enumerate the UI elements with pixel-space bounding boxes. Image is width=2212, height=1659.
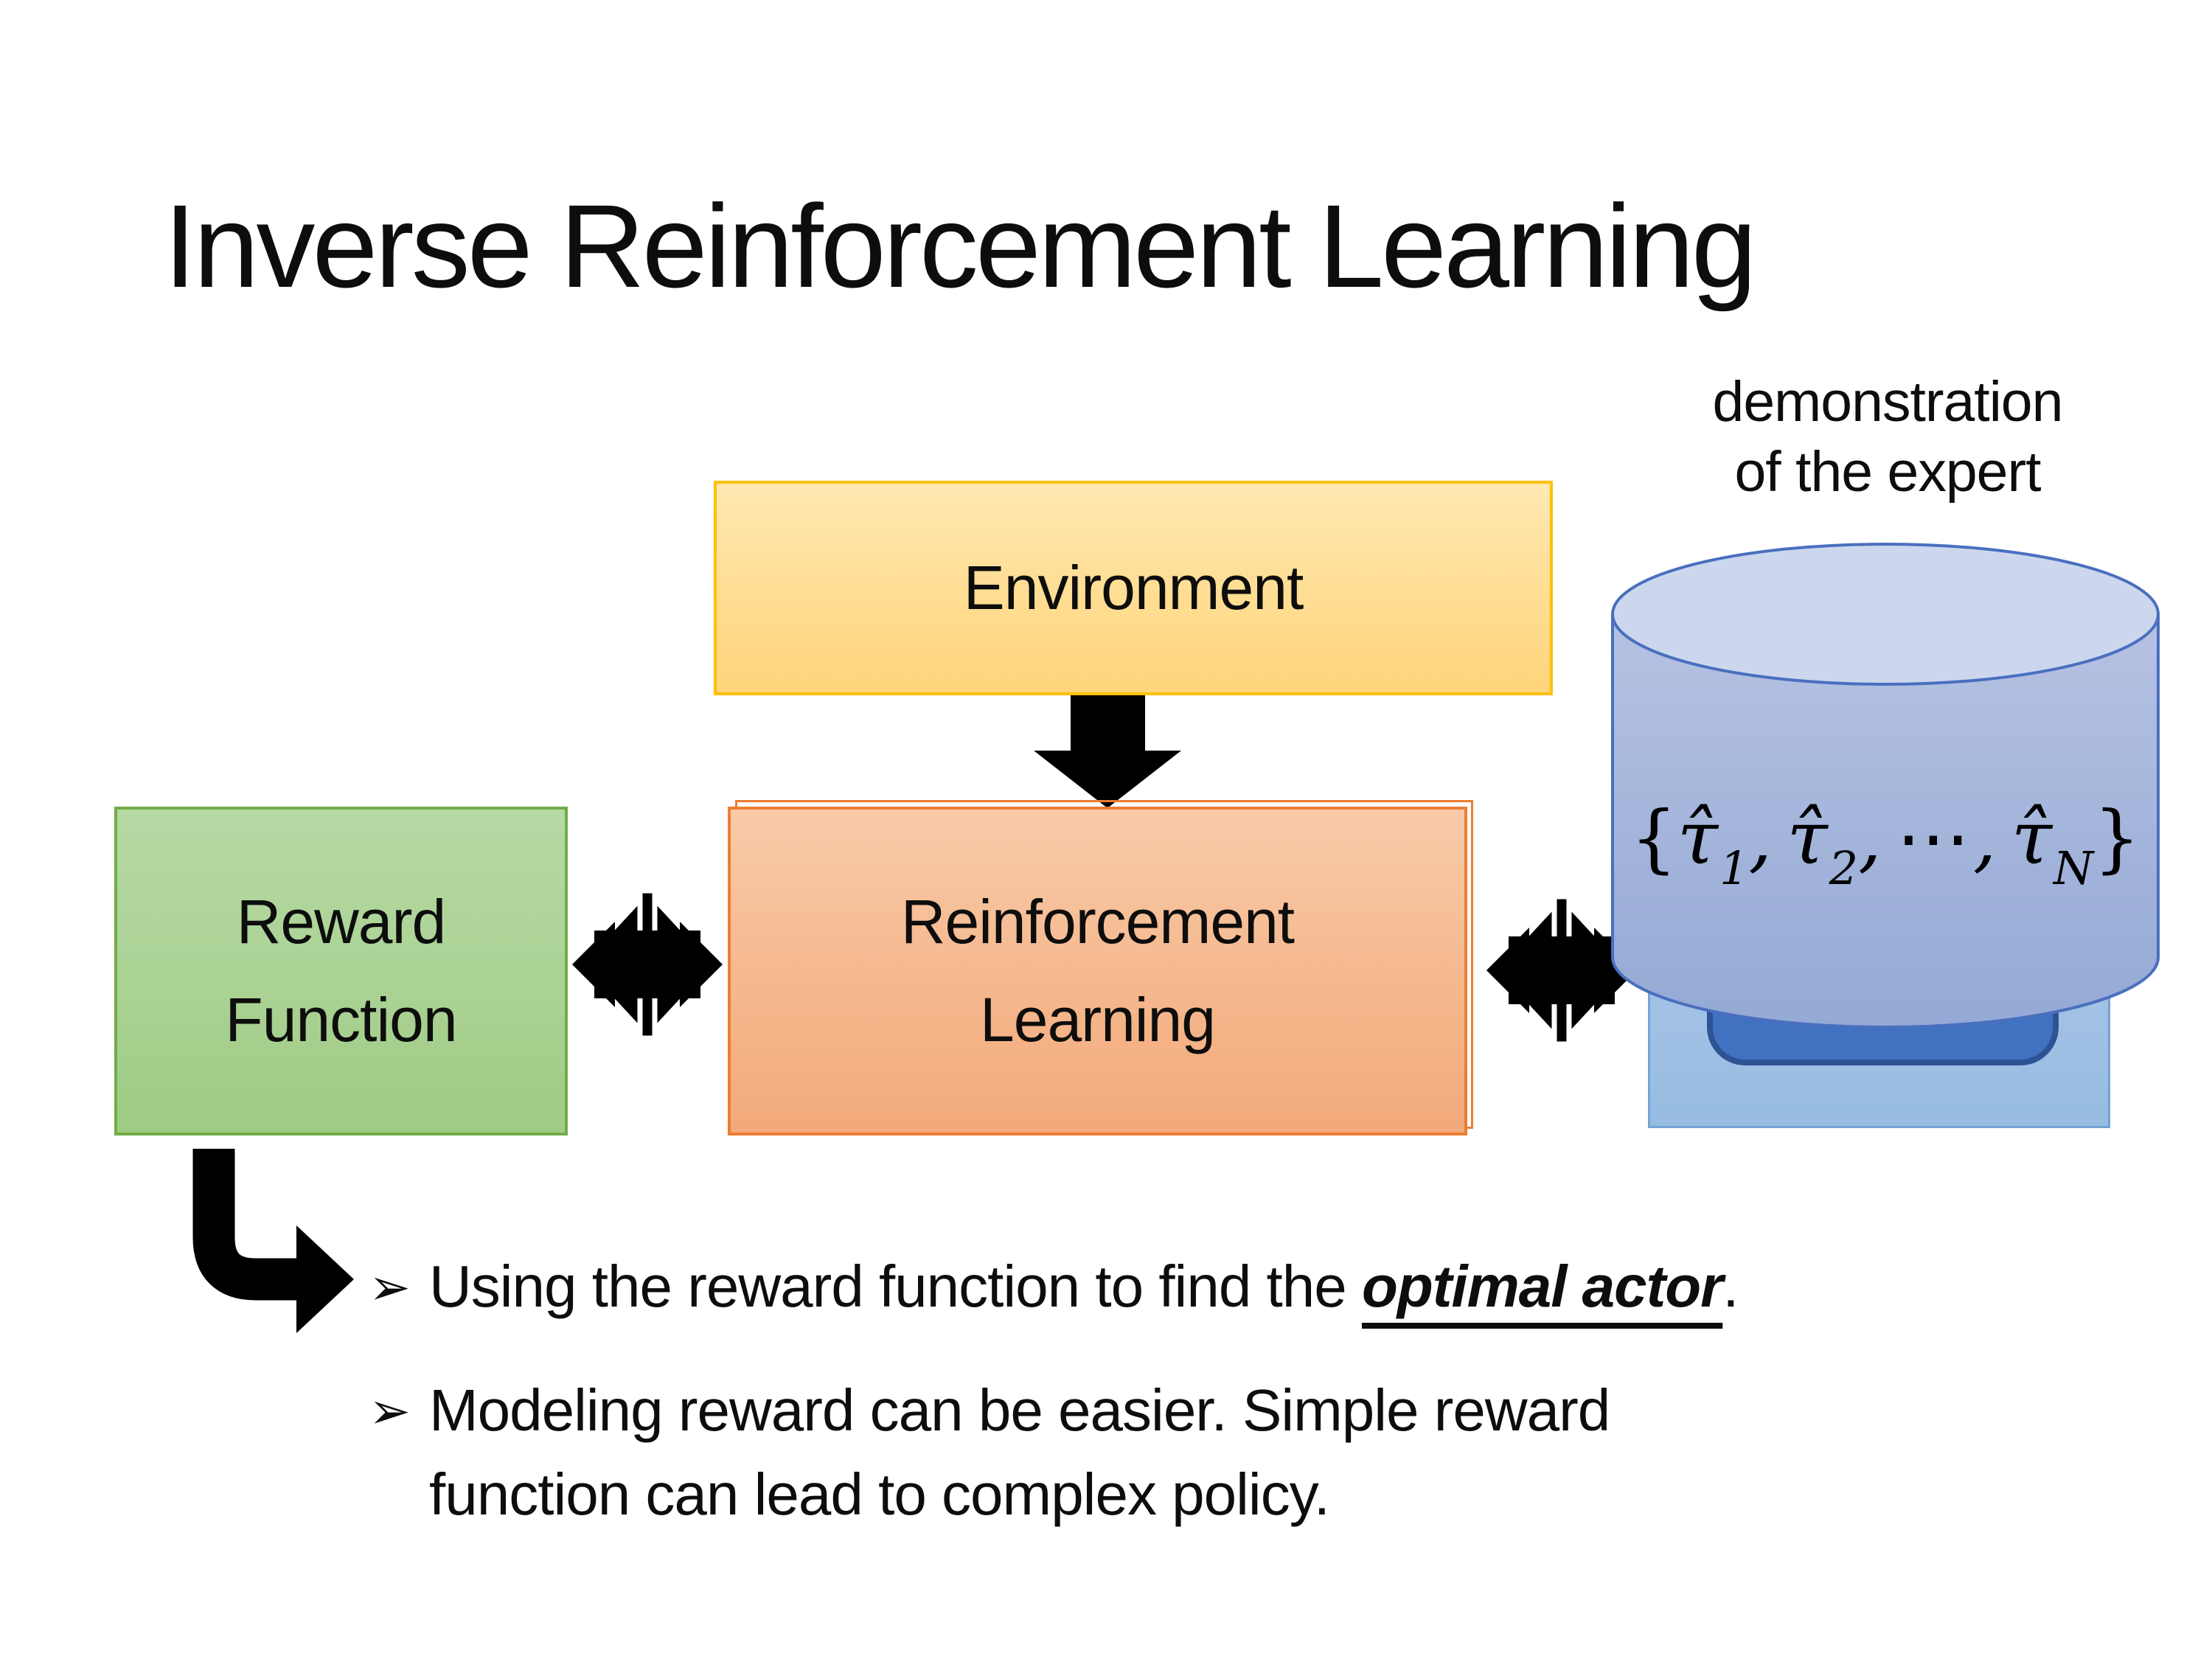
bullet-marker-icon: ➢ <box>369 1259 411 1315</box>
down-arrow-icon <box>1034 695 1181 808</box>
formula-dots: ⋯ <box>1896 795 1970 881</box>
reinforcement-label-line1: Reinforcement <box>900 887 1295 957</box>
bullet1-text: Using the reward function to find the op… <box>429 1245 1739 1329</box>
bullet1-emphasis: optimal actor <box>1361 1253 1723 1319</box>
formula-tauN: τ̂ <box>2011 795 2053 881</box>
environment-box: Environment <box>714 481 1553 695</box>
formula-open-brace: { <box>1630 795 1677 881</box>
formula-comma3: , <box>1972 795 1997 881</box>
reinforcement-learning-box: Reinforcement Learning <box>728 807 1467 1135</box>
formula-comma1: , <box>1748 795 1773 881</box>
formula-subN: N <box>2053 841 2094 895</box>
reinforcement-label-line2: Learning <box>980 985 1216 1054</box>
double-arrow-reward-rl-icon <box>572 891 723 1038</box>
elbow-arrow-icon <box>192 1149 354 1333</box>
reward-label-line2: Function <box>225 985 457 1054</box>
demonstration-label: demonstration of the expert <box>1593 367 2183 507</box>
bullet1-post: . <box>1722 1253 1739 1319</box>
bullet2-line1: Modeling reward can be easier. Simple re… <box>429 1377 1610 1443</box>
demonstration-label-line2: of the expert <box>1734 439 2041 504</box>
formula-sub1: 1 <box>1719 841 1749 895</box>
page-title: Inverse Reinforcement Learning <box>164 180 1757 312</box>
bullet-item-2: ➢ Modeling reward can be easier. Simple … <box>369 1368 2138 1536</box>
demonstration-label-line1: demonstration <box>1712 370 2064 434</box>
trajectory-set-formula: {τ̂1,τ̂2,⋯,τ̂N} <box>1607 795 2163 895</box>
formula-sub2: 2 <box>1829 841 1859 895</box>
bullet2-text: Modeling reward can be easier. Simple re… <box>429 1368 1610 1536</box>
database-cylinder <box>1611 543 2160 1029</box>
bullet1-pre: Using the reward function to find the <box>429 1253 1362 1319</box>
reward-function-box: Reward Function <box>114 807 568 1135</box>
formula-close-brace: } <box>2093 795 2140 881</box>
formula-tau2: τ̂ <box>1787 795 1828 881</box>
reward-label-line1: Reward <box>236 887 446 957</box>
formula-comma2: , <box>1858 795 1882 881</box>
double-arrow-rl-expert-icon <box>1486 897 1637 1044</box>
bullet2-line2: function can lead to complex policy. <box>429 1461 1330 1527</box>
bullet-marker-icon: ➢ <box>369 1383 411 1439</box>
environment-label: Environment <box>963 553 1304 623</box>
bullet-item-1: ➢ Using the reward function to find the … <box>369 1245 2138 1329</box>
formula-tau1: τ̂ <box>1677 795 1719 881</box>
